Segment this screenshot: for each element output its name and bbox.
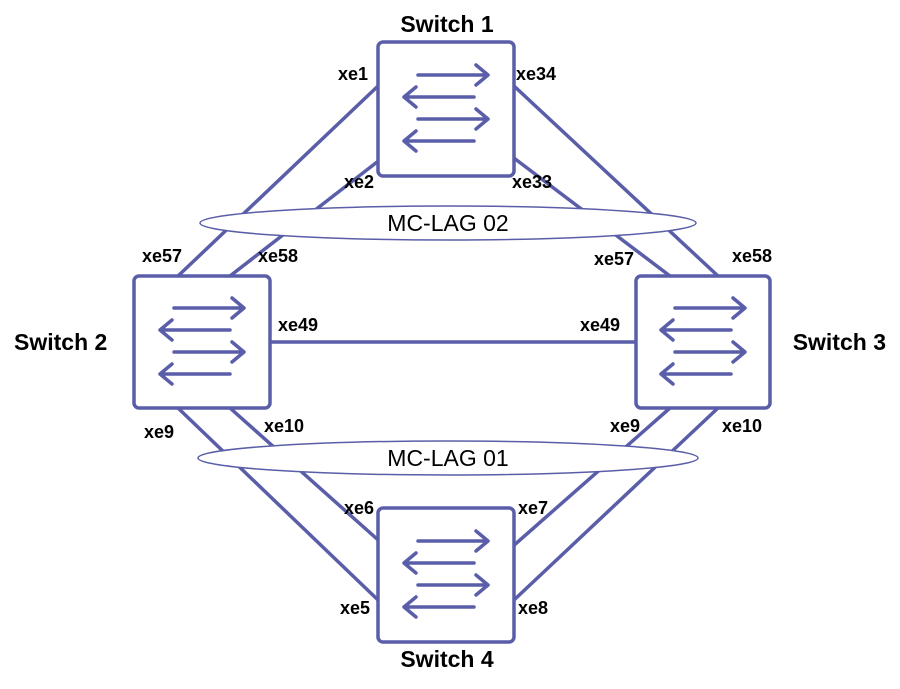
switch-arrows-icon bbox=[158, 296, 246, 386]
port-labels: xe1 xe34 xe2 xe33 xe57 xe58 xe49 xe9 xe1… bbox=[142, 64, 772, 618]
switch-1-label: Switch 1 bbox=[400, 11, 494, 37]
switch-4-label: Switch 4 bbox=[400, 646, 494, 672]
port-label-s3-xe9: xe9 bbox=[610, 416, 640, 436]
port-label-s2-xe49: xe49 bbox=[278, 315, 318, 335]
port-label-s1-xe34: xe34 bbox=[516, 64, 556, 84]
mc-lag-02: MC-LAG 02 bbox=[199, 205, 697, 241]
switch-4-box bbox=[376, 506, 516, 644]
switch-3-box bbox=[634, 274, 772, 410]
switch-3-label: Switch 3 bbox=[793, 329, 886, 355]
switch-arrows-icon bbox=[402, 63, 490, 153]
port-label-s2-xe58: xe58 bbox=[258, 246, 298, 266]
mc-lag-01-label: MC-LAG 01 bbox=[387, 445, 508, 471]
switch-2-label: Switch 2 bbox=[14, 329, 107, 355]
mc-lag-02-label: MC-LAG 02 bbox=[387, 210, 508, 236]
switch-3: Switch 3 bbox=[634, 274, 886, 410]
switch-1: Switch 1 bbox=[376, 11, 516, 178]
link-s1-xe1-s2-xe57 bbox=[176, 84, 380, 278]
port-label-s1-xe1: xe1 bbox=[338, 64, 368, 84]
port-label-s2-xe57: xe57 bbox=[142, 246, 182, 266]
port-label-s1-xe33: xe33 bbox=[512, 172, 552, 192]
port-label-s3-xe49: xe49 bbox=[580, 315, 620, 335]
link-s2-xe9-s4-xe5 bbox=[176, 406, 380, 602]
port-label-s4-xe8: xe8 bbox=[518, 598, 548, 618]
switch-2: Switch 2 bbox=[14, 274, 272, 410]
port-label-s1-xe2: xe2 bbox=[344, 172, 374, 192]
port-label-s3-xe57: xe57 bbox=[594, 249, 634, 269]
mc-lag-02-ellipse bbox=[199, 205, 697, 241]
links bbox=[176, 84, 720, 602]
port-label-s2-xe10: xe10 bbox=[264, 416, 304, 436]
switch-arrows-icon bbox=[659, 296, 747, 386]
switch-1-box bbox=[376, 40, 516, 178]
link-s3-xe9-s4-xe7 bbox=[510, 406, 672, 549]
mc-lag-01: MC-LAG 01 bbox=[197, 440, 699, 476]
mc-lag-01-ellipse bbox=[197, 440, 699, 476]
port-label-s2-xe9: xe9 bbox=[144, 422, 174, 442]
port-label-s4-xe5: xe5 bbox=[340, 598, 370, 618]
link-s3-xe10-s4-xe8 bbox=[512, 406, 720, 602]
port-label-s4-xe7: xe7 bbox=[518, 498, 548, 518]
port-label-s3-xe10: xe10 bbox=[722, 416, 762, 436]
port-label-s4-xe6: xe6 bbox=[344, 498, 374, 518]
link-s1-xe34-s3-xe58 bbox=[512, 84, 720, 278]
switch-arrows-icon bbox=[402, 529, 490, 619]
link-s2-xe10-s4-xe6 bbox=[228, 406, 388, 549]
switch-2-box bbox=[132, 274, 272, 410]
switch-4: Switch 4 bbox=[376, 506, 516, 672]
port-label-s3-xe58: xe58 bbox=[732, 246, 772, 266]
